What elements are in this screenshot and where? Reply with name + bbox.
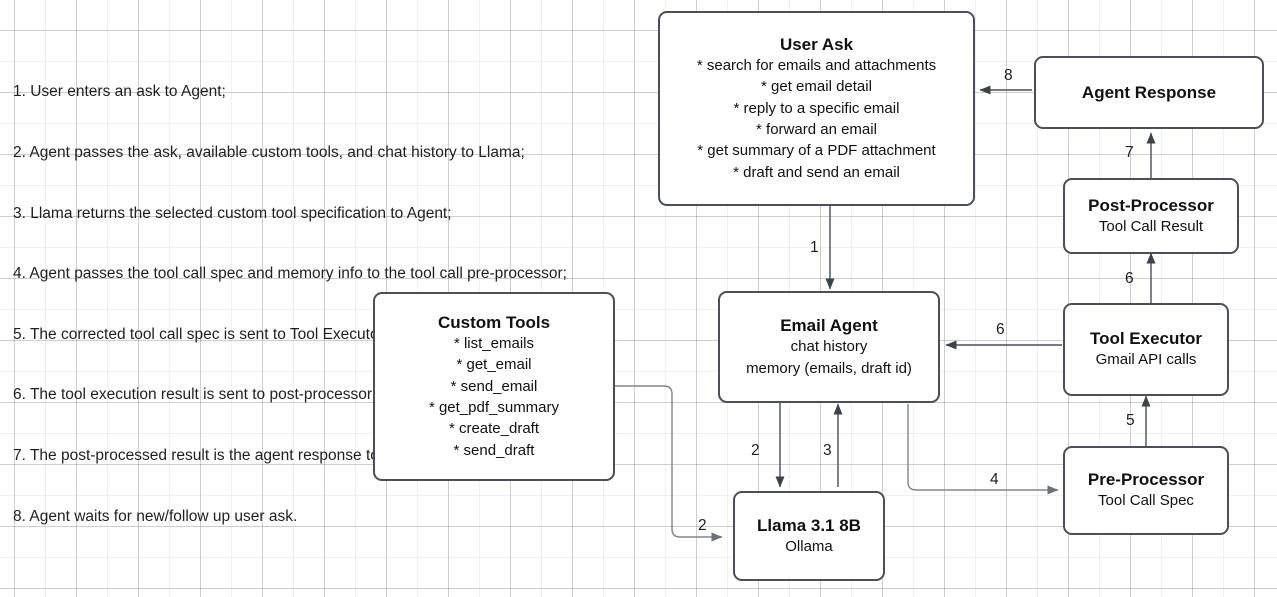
node-llama[interactable]: Llama 3.1 8B Ollama: [733, 491, 885, 581]
edge-custom-tools-to-llama: [615, 385, 723, 542]
edge-email-agent-to-pre-processor: [907, 404, 1059, 495]
edge-label-6-executor-agent: 6: [996, 321, 1005, 338]
node-user-ask[interactable]: User Ask * search for emails and attachm…: [658, 11, 975, 206]
edge-label-6-executor-post: 6: [1125, 270, 1134, 287]
node-custom-tools[interactable]: Custom Tools * list_emails * get_email *…: [373, 292, 615, 481]
node-email-agent-title: Email Agent: [780, 316, 878, 336]
node-pre-processor-body: Tool Call Spec: [1098, 492, 1194, 510]
node-llama-body: Ollama: [785, 537, 833, 555]
legend-line-4: 4. Agent passes the tool call spec and m…: [13, 265, 567, 283]
edge-label-1: 1: [810, 239, 819, 256]
node-custom-tools-body: * list_emails * get_email * send_email *…: [428, 335, 560, 459]
edge-label-4: 4: [990, 471, 999, 488]
node-tool-executor[interactable]: Tool Executor Gmail API calls: [1063, 303, 1229, 396]
node-tool-executor-title: Tool Executor: [1089, 329, 1203, 349]
edge-label-5: 5: [1126, 412, 1135, 429]
node-post-processor-body: Tool Call Result: [1098, 217, 1204, 235]
node-user-ask-title: User Ask: [779, 35, 854, 55]
legend-line-1: 1. User enters an ask to Agent;: [13, 83, 226, 101]
node-agent-response[interactable]: Agent Response: [1034, 56, 1264, 129]
node-custom-tools-title: Custom Tools: [437, 313, 551, 333]
node-post-processor-title: Post-Processor: [1088, 195, 1214, 215]
node-tool-executor-body: Gmail API calls: [1095, 351, 1197, 369]
edge-label-3: 3: [823, 442, 832, 459]
edge-label-2-agent-llama: 2: [751, 442, 760, 459]
legend-line-3: 3. Llama returns the selected custom too…: [13, 204, 452, 222]
node-user-ask-body: * search for emails and attachments * ge…: [696, 57, 937, 181]
edge-label-7: 7: [1125, 144, 1134, 161]
legend-line-8: 8. Agent waits for new/follow up user as…: [13, 507, 298, 525]
node-pre-processor[interactable]: Pre-Processor Tool Call Spec: [1063, 446, 1229, 535]
node-post-processor[interactable]: Post-Processor Tool Call Result: [1063, 178, 1239, 254]
edge-label-2-tools-llama: 2: [698, 517, 707, 534]
edge-label-8: 8: [1004, 67, 1013, 84]
node-email-agent-body: chat history memory (emails, draft id): [746, 338, 912, 377]
node-agent-response-title: Agent Response: [1081, 83, 1217, 102]
node-llama-title: Llama 3.1 8B: [757, 515, 861, 535]
node-email-agent[interactable]: Email Agent chat history memory (emails,…: [718, 291, 940, 403]
node-pre-processor-title: Pre-Processor: [1087, 470, 1205, 490]
legend-line-2: 2. Agent passes the ask, available custo…: [13, 144, 525, 162]
